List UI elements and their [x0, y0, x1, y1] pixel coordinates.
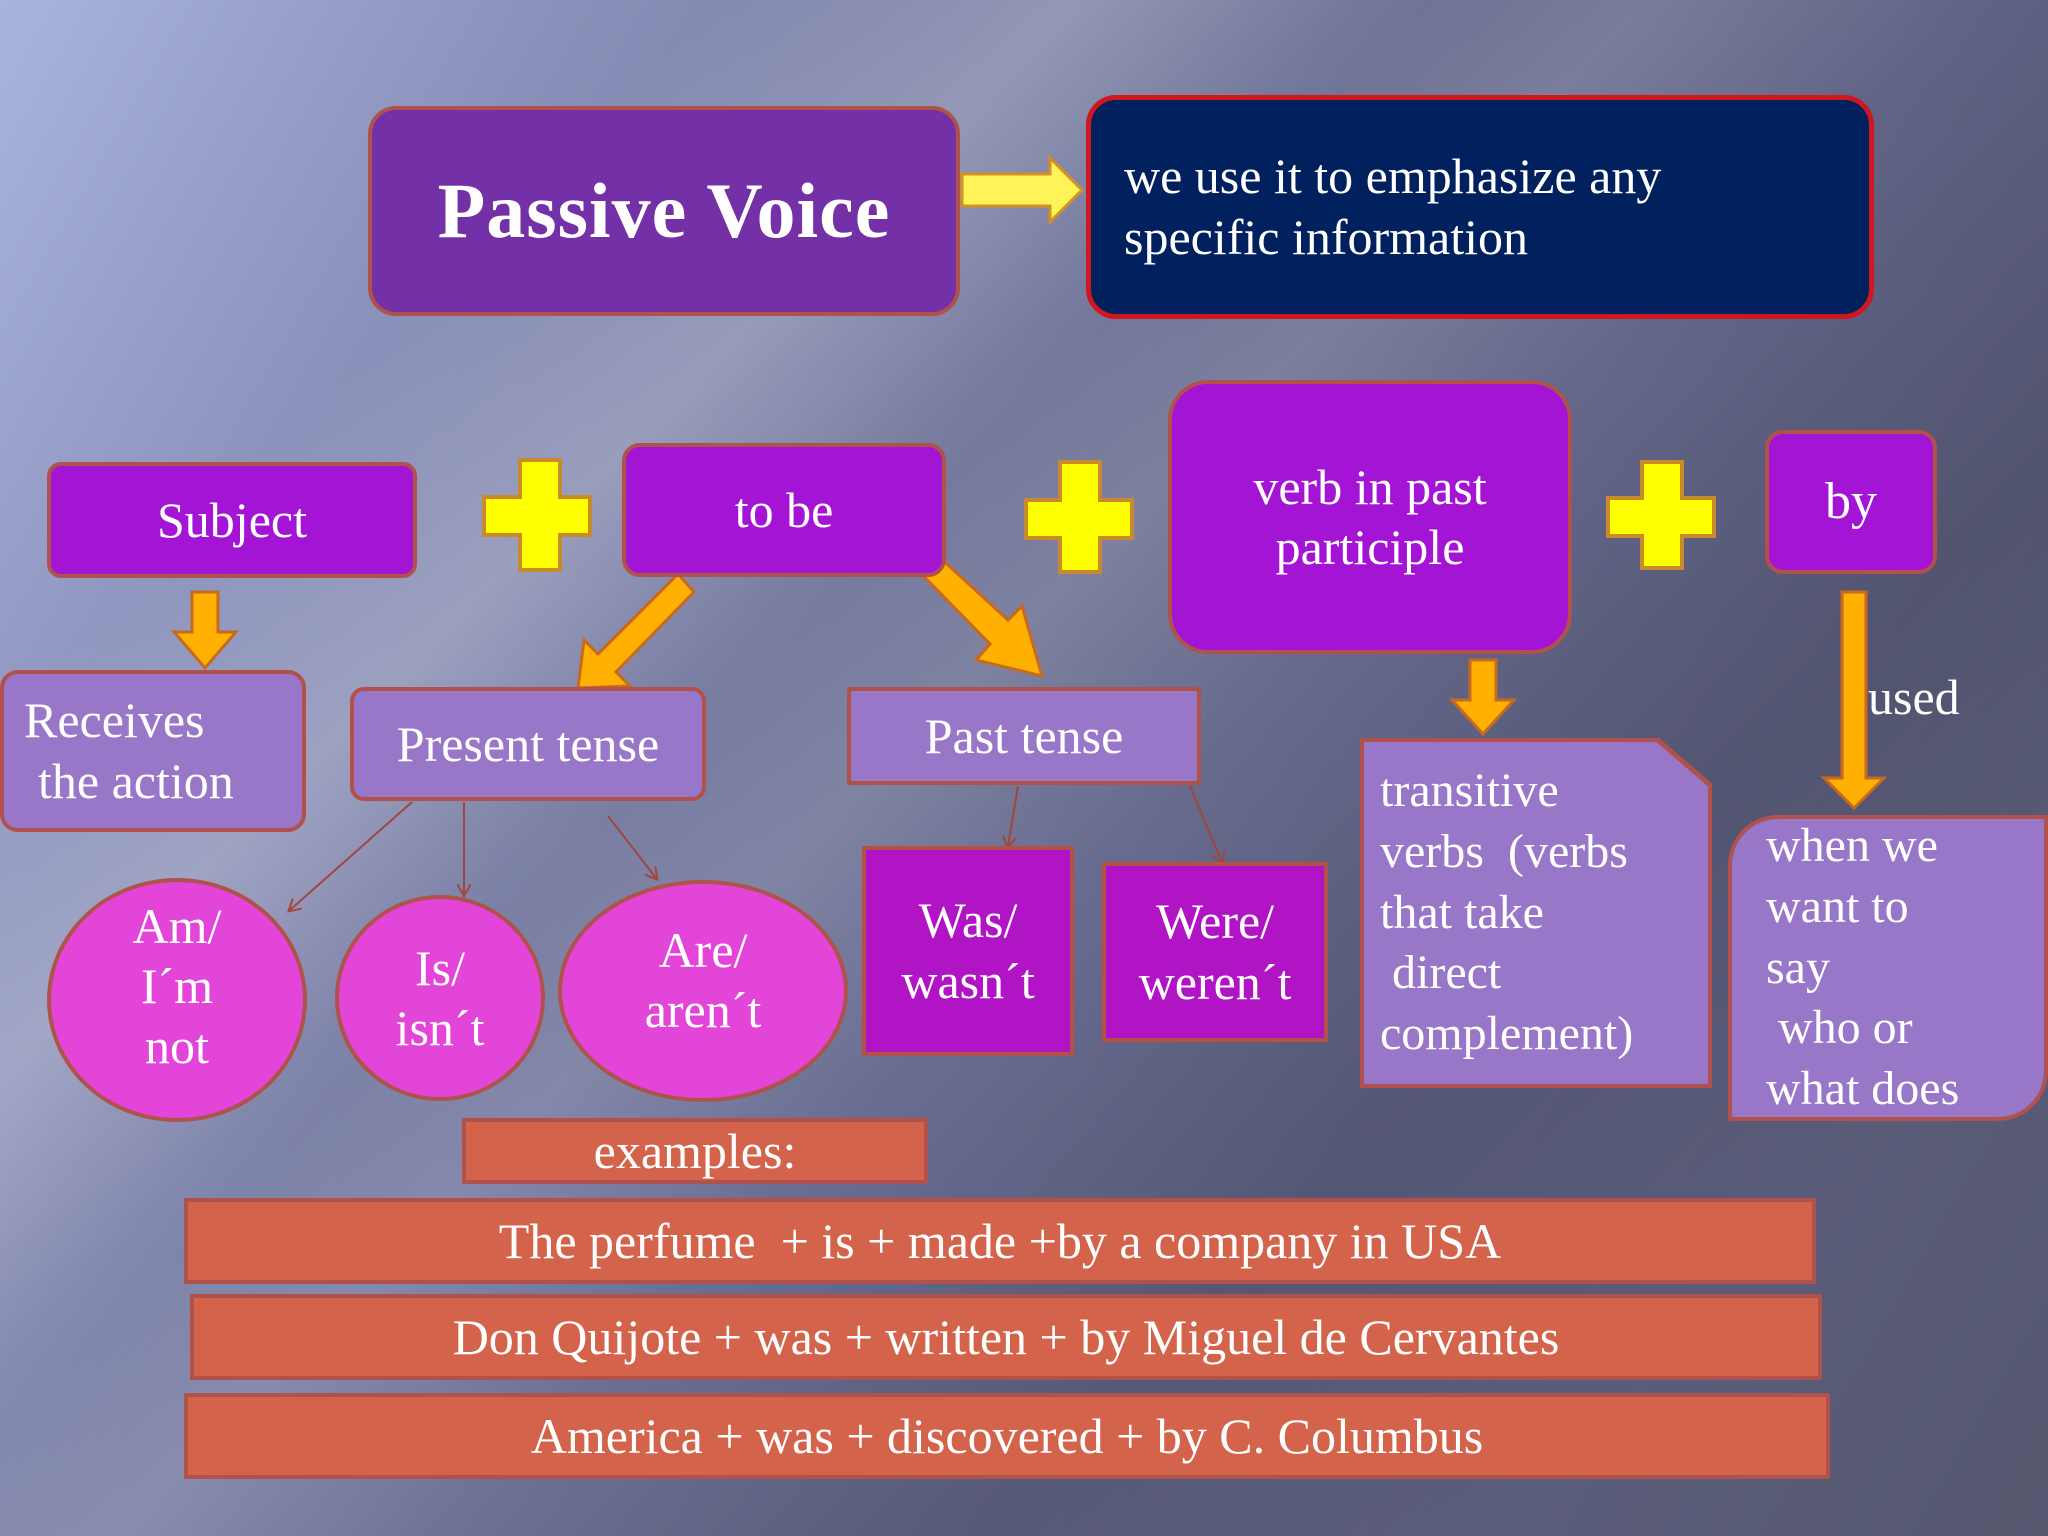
form-line: Am/: [132, 898, 222, 954]
page-title: Passive Voice: [368, 106, 960, 316]
formula-subject: Subject: [47, 462, 417, 578]
plus-icon: [1024, 460, 1134, 574]
example-text: America + was + discovered + by C. Colum…: [530, 1408, 1484, 1464]
verb-note-text: transitive verbs (verbs that take direct…: [1380, 761, 1633, 1066]
formula-verb-line: verb in past: [1253, 459, 1487, 515]
example-text: Don Quijote + was + written + by Miguel …: [452, 1309, 1560, 1365]
by-down-arrow: [1820, 590, 1888, 811]
example-sentence: America + was + discovered + by C. Colum…: [184, 1393, 1830, 1479]
examples-label: examples:: [462, 1118, 928, 1184]
definition-line: specific information: [1124, 209, 1529, 265]
plus-icon: [1606, 460, 1716, 570]
by-note-line: when we: [1766, 818, 1938, 872]
definition-box: we use it to emphasize any specific info…: [1086, 95, 1874, 319]
formula-to-be-label: to be: [734, 482, 834, 538]
present-form-are: Are/ aren´t: [558, 880, 848, 1102]
subject-note-text: Receives the action: [24, 690, 234, 812]
by-note-line: say: [1766, 940, 1830, 994]
form-line: aren´t: [644, 982, 762, 1038]
by-note-line: want to: [1766, 879, 1909, 933]
definition-line: we use it to emphasize any: [1124, 148, 1662, 204]
formula-to-be: to be: [622, 443, 946, 577]
formula-subject-label: Subject: [157, 492, 307, 548]
example-sentence: Don Quijote + was + written + by Miguel …: [190, 1294, 1822, 1380]
form-line: Is/: [415, 940, 465, 996]
verb-note-line: that take: [1380, 885, 1544, 939]
by-note: when we want to say who or what does: [1728, 815, 2048, 1121]
by-note-line: what does: [1766, 1062, 1960, 1116]
subject-note-line: Receives: [24, 692, 205, 748]
by-connector-label: used: [1868, 669, 1960, 725]
past-form-were: Were/ weren´t: [1102, 862, 1328, 1042]
formula-by: by: [1765, 430, 1937, 574]
example-sentence: The perfume + is + made +by a company in…: [184, 1198, 1816, 1284]
definition-text: we use it to emphasize any specific info…: [1124, 146, 1661, 268]
form-line: weren´t: [1138, 954, 1292, 1010]
title-text: Passive Voice: [437, 167, 891, 255]
formula-by-label: by: [1825, 472, 1877, 530]
verb-note-line: direct: [1380, 946, 1502, 1000]
form-line: wasn´t: [901, 953, 1035, 1009]
formula-verb-label: verb in past participle: [1253, 457, 1486, 577]
verb-down-arrow: [1448, 658, 1518, 737]
past-tense-label: Past tense: [924, 708, 1124, 764]
verb-note-line: verbs (verbs: [1380, 824, 1628, 878]
form-line: I´m: [140, 958, 214, 1014]
form-line: isn´t: [395, 1000, 485, 1056]
present-form-is: Is/ isn´t: [335, 895, 545, 1101]
tobe-to-present-arrow: [576, 571, 697, 690]
form-line: Are/: [658, 922, 748, 978]
present-tense-label: Present tense: [396, 716, 660, 772]
verb-note-line: transitive: [1380, 763, 1559, 817]
subject-note: Receives the action: [0, 670, 306, 832]
verb-note: transitive verbs (verbs that take direct…: [1360, 738, 1712, 1088]
subject-note-line: the action: [38, 753, 234, 809]
present-form-am: Am/ I´m not: [47, 878, 307, 1122]
form-line: not: [145, 1018, 209, 1074]
by-note-line: who or: [1766, 1001, 1913, 1055]
plus-icon: [482, 458, 592, 572]
form-line: Was/: [918, 892, 1018, 948]
verb-note-line: complement): [1380, 1007, 1634, 1061]
formula-verb: verb in past participle: [1168, 380, 1572, 654]
title-to-definition-arrow: [960, 154, 1085, 226]
form-line: Were/: [1155, 893, 1275, 949]
past-form-was: Was/ wasn´t: [862, 846, 1074, 1056]
subject-down-arrow: [170, 590, 240, 671]
verb-note-panel: transitive verbs (verbs that take direct…: [1364, 742, 1708, 1084]
past-tense-box: Past tense: [847, 687, 1201, 785]
formula-verb-line: participle: [1275, 519, 1465, 575]
by-note-text: when we want to say who or what does: [1766, 816, 1959, 1121]
examples-label-text: examples:: [593, 1123, 797, 1179]
present-tense-box: Present tense: [350, 687, 706, 801]
example-text: The perfume + is + made +by a company in…: [498, 1213, 1502, 1269]
